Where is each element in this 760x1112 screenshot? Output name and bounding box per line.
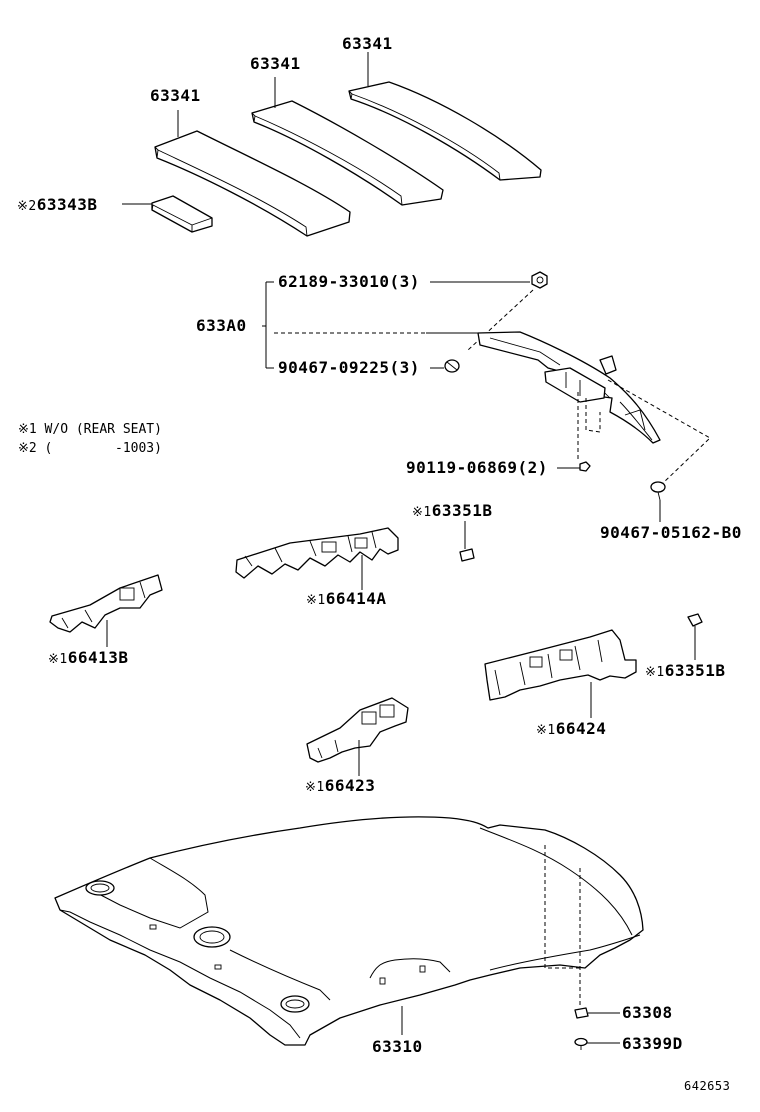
clip-63351b-b [687,613,703,627]
label-63351b-a: ※163351B [412,502,493,522]
label-63341-c: 63341 [342,34,393,53]
part-number: 63343B [36,195,98,214]
label-63308: 63308 [622,1003,673,1022]
clip-90467-05162 [650,481,666,501]
part-number: 66413B [67,648,129,667]
nut-62189 [531,271,548,289]
assist-grip-bracket [477,331,661,444]
clip-63308 [574,1007,589,1019]
note-1: ※1 W/O (REAR SEAT) [18,422,162,437]
label-63399d: 63399D [622,1034,683,1053]
note-mark: ※1 [536,723,556,738]
roof-pad-right [348,81,542,181]
label-90467-09225: 90467-09225(3) [278,358,420,377]
note-mark: ※1 [48,652,68,667]
part-number: 66424 [555,719,607,738]
label-62189-33010: 62189-33010(3) [278,272,420,291]
part-number: 66423 [324,776,376,795]
roof-pad-left [154,130,351,237]
diagram-id: 642653 [684,1079,731,1093]
note-mark: ※1 [412,505,432,520]
label-66413b: ※166413B [48,649,129,669]
label-63341-b: 63341 [250,54,301,73]
part-number: 63351B [664,661,726,680]
label-63310: 63310 [372,1037,423,1056]
label-90467-05162-b0: 90467-05162-B0 [600,523,742,542]
silencer-66423 [306,697,409,763]
note-mark: ※1 [645,665,665,680]
pad-63343b [151,195,213,233]
label-90119-06869: 90119-06869(2) [406,458,548,477]
clip-63351b-a [459,548,475,562]
clip-63399d [574,1037,588,1050]
label-63343b: ※263343B [17,196,98,216]
silencer-66424 [484,629,637,701]
silencer-66413b [49,574,163,633]
note-mark: ※1 [306,593,326,608]
label-66423: ※166423 [305,777,375,797]
note-2: ※2 ( -1003) [18,441,162,456]
label-63341-a: 63341 [150,86,201,105]
label-66424: ※166424 [536,720,606,740]
headliner-63310 [54,816,644,1046]
roof-pad-middle [251,100,444,206]
note-mark: ※1 [305,780,325,795]
label-63351b-b: ※163351B [645,662,726,682]
clip-90119-06869 [579,461,591,472]
part-number: 66414A [325,589,387,608]
silencer-66414a [235,527,399,579]
label-66414a: ※166414A [306,590,387,610]
label-633a0: 633A0 [196,316,247,335]
clip-90467-09225 [444,359,460,373]
note-mark: ※2 [17,199,37,214]
part-number: 63351B [431,501,493,520]
